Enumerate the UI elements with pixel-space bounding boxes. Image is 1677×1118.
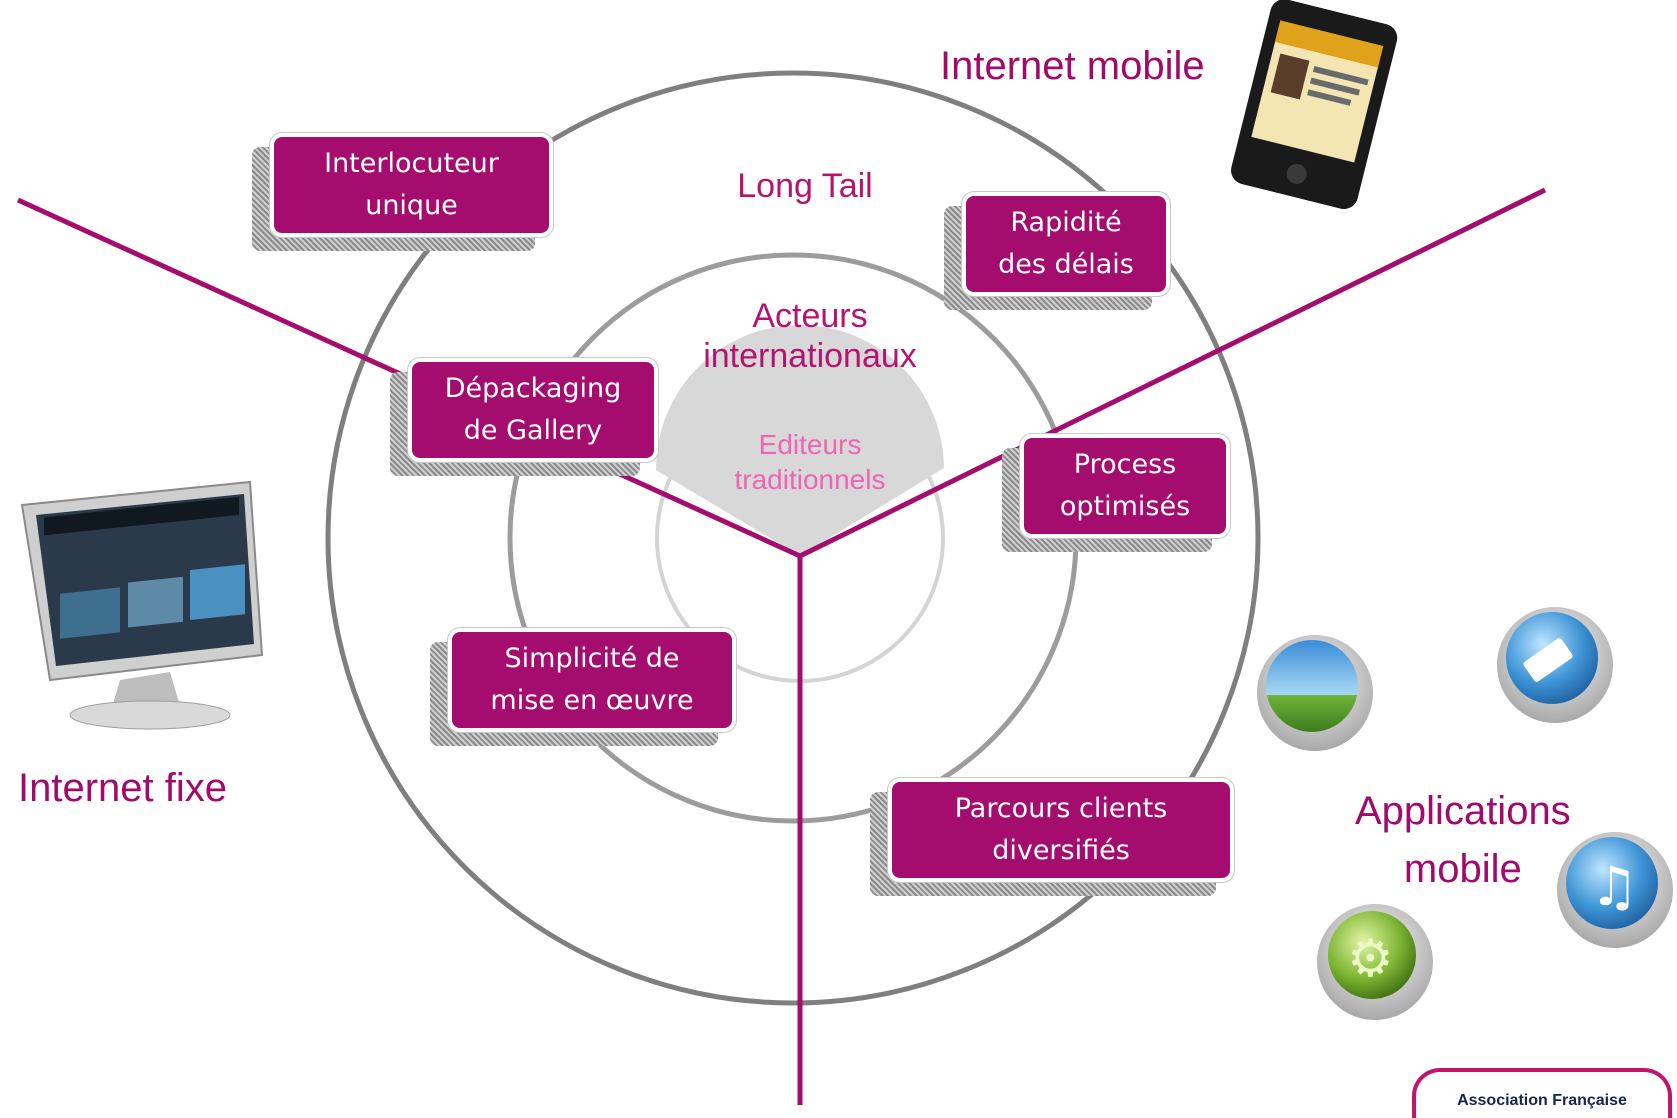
label-internet-fixe: Internet fixe — [18, 766, 228, 810]
label-acteurs-internationaux: Acteurs internationaux — [680, 296, 940, 376]
feature-parcours-clients: Parcours clients diversifiés — [870, 778, 1234, 896]
logo-text: Association Française — [1457, 1092, 1627, 1109]
settings-app-icon: ⚙ — [1317, 904, 1433, 1020]
feature-box: Rapidité des délais — [962, 192, 1170, 296]
label-editeurs-traditionnels: Editeurs traditionnels — [700, 427, 920, 497]
feature-process-optimises: Process optimisés — [1002, 434, 1230, 552]
feature-line2: diversifiés — [992, 835, 1130, 866]
feature-rapidite-delais: Rapidité des délais — [944, 192, 1170, 310]
label-applications-mobile: Applications mobile — [1355, 782, 1571, 898]
label-applications-line2: mobile — [1403, 847, 1522, 891]
feature-box: Parcours clients diversifiés — [888, 778, 1234, 882]
feature-line2: des délais — [998, 249, 1134, 280]
label-internet-mobile: Internet mobile — [940, 44, 1205, 88]
svg-text:⚙: ⚙ — [1347, 929, 1394, 989]
feature-line1: Process — [1073, 449, 1177, 480]
label-acteurs-line1: Acteurs — [752, 297, 868, 335]
music-app-icon: ♫ — [1557, 832, 1673, 948]
feature-interlocuteur-unique: Interlocuteur unique — [252, 133, 553, 251]
association-logo: Association Française — [1412, 1068, 1672, 1118]
feature-box: Dépackaging de Gallery — [408, 358, 658, 462]
label-long-tail: Long Tail — [737, 167, 873, 205]
label-applications-line1: Applications — [1355, 789, 1571, 833]
label-acteurs-line2: internationaux — [703, 337, 917, 375]
feature-box: Process optimisés — [1020, 434, 1230, 538]
feature-depackaging-gallery: Dépackaging de Gallery — [390, 358, 658, 476]
label-editeurs-line2: traditionnels — [734, 464, 886, 495]
feature-simplicite-mise-en-oeuvre: Simplicité de mise en œuvre — [430, 628, 736, 746]
feature-box: Simplicité de mise en œuvre — [448, 628, 736, 732]
axis-line-right — [798, 187, 1547, 559]
outer-ring — [325, 70, 1261, 1006]
video-app-icon — [1497, 607, 1613, 723]
label-editeurs-line1: Editeurs — [758, 429, 862, 460]
photo-app-icon — [1257, 635, 1373, 751]
core-disc-top — [655, 324, 944, 556]
feature-line1: Parcours clients — [954, 793, 1168, 824]
feature-line2: de Gallery — [463, 415, 603, 446]
smartphone-icon — [1231, 0, 1398, 210]
feature-line1: Interlocuteur — [324, 148, 499, 179]
feature-line1: Simplicité de — [504, 643, 680, 674]
feature-line1: Rapidité — [1010, 207, 1122, 238]
feature-line1: Dépackaging — [444, 373, 622, 404]
feature-line2: mise en œuvre — [490, 685, 694, 716]
feature-line2: unique — [365, 190, 458, 221]
feature-line2: optimisés — [1059, 491, 1191, 522]
feature-box: Interlocuteur unique — [270, 133, 553, 237]
monitor-icon — [20, 480, 264, 730]
svg-text:♫: ♫ — [1590, 855, 1638, 918]
